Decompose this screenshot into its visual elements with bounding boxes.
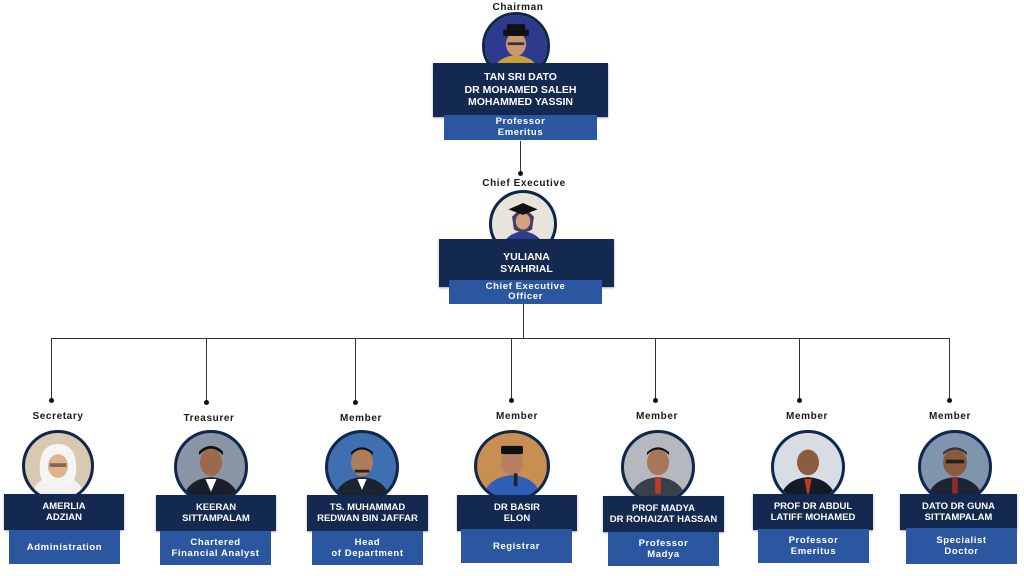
connector-dot bbox=[353, 400, 358, 405]
member-name-box-5: PROF MADYA DR ROHAIZAT HASSAN bbox=[603, 496, 724, 532]
chief-role-label: Chief Executive bbox=[482, 178, 566, 189]
member-photo-5 bbox=[621, 430, 695, 504]
connector-branch-5 bbox=[655, 338, 656, 400]
member-name-line: ELON bbox=[503, 513, 531, 524]
portrait-icon bbox=[177, 433, 245, 501]
connector-dot bbox=[49, 398, 54, 403]
chairman-title-line: Emeritus bbox=[497, 126, 544, 138]
member-name-line: KEERAN bbox=[195, 502, 237, 513]
member-name-line: REDWAN BIN JAFFAR bbox=[317, 513, 418, 524]
member-photo-1 bbox=[22, 430, 94, 502]
member-role-label: Treasurer bbox=[183, 413, 235, 424]
member-name-box-6: PROF DR ABDUL LATIFF MOHAMED bbox=[753, 494, 873, 530]
member-photo-4 bbox=[474, 430, 550, 502]
member-photo-6 bbox=[771, 430, 845, 504]
member-name-line: SITTAMPALAM bbox=[924, 512, 993, 523]
member-title-line: Doctor bbox=[944, 546, 979, 557]
member-title-line: Financial Analyst bbox=[171, 548, 260, 559]
member-name-line: SITTAMPALAM bbox=[182, 513, 250, 524]
member-name-line: DR BASIR bbox=[494, 502, 540, 513]
member-name-line: AMERLIA bbox=[42, 501, 86, 512]
member-name-box-7: DATO DR GUNA SITTAMPALAM bbox=[900, 494, 1017, 530]
member-role-label: Member bbox=[496, 411, 538, 422]
chairman-name-line: TAN SRI DATO bbox=[484, 71, 557, 84]
chairman-title-box: Professor Emeritus bbox=[444, 115, 597, 140]
connector-branch-6 bbox=[799, 338, 800, 400]
chairman-role-label: Chairman bbox=[492, 2, 544, 13]
member-title-box-7: Specialist Doctor bbox=[906, 528, 1017, 564]
member-title-line: Registrar bbox=[492, 540, 541, 552]
connector-branch-1 bbox=[51, 338, 52, 400]
member-title-line: Madya bbox=[647, 549, 680, 560]
connector-chief-trunk bbox=[523, 304, 524, 338]
connector-chairman-chief bbox=[520, 141, 521, 173]
connector-dot bbox=[947, 398, 952, 403]
member-title-line: Emeritus bbox=[790, 546, 837, 557]
connector-dot bbox=[204, 400, 209, 405]
member-photo-7 bbox=[918, 430, 992, 504]
member-title-line: of Department bbox=[331, 548, 404, 559]
connector-branch-2 bbox=[206, 338, 207, 402]
member-title-line: Specialist bbox=[936, 535, 987, 546]
member-title-box-6: Professor Emeritus bbox=[758, 529, 869, 563]
member-name-line: PROF MADYA bbox=[632, 503, 695, 514]
member-title-box-2: Chartered Financial Analyst bbox=[160, 531, 271, 565]
connector-dot bbox=[509, 398, 514, 403]
member-title-line: Administration bbox=[26, 541, 103, 553]
chief-name-box: YULIANA SYAHRIAL bbox=[439, 239, 614, 287]
member-title-line: Chartered bbox=[190, 537, 241, 548]
connector-branch-7 bbox=[949, 338, 950, 400]
connector-horizontal-bar bbox=[51, 338, 950, 339]
portrait-icon bbox=[477, 433, 547, 499]
member-name-box-2: KEERAN SITTAMPALAM bbox=[156, 495, 276, 531]
portrait-icon bbox=[328, 433, 396, 501]
member-name-box-1: AMERLIA ADZIAN bbox=[4, 494, 124, 530]
member-name-line: LATIFF MOHAMED bbox=[770, 512, 856, 523]
chief-title-line: Chief Executive bbox=[485, 280, 566, 292]
connector-dot bbox=[518, 171, 523, 176]
member-name-box-3: TS. MUHAMMAD REDWAN BIN JAFFAR bbox=[307, 495, 428, 531]
member-name-line: DR ROHAIZAT HASSAN bbox=[609, 514, 718, 525]
member-title-box-3: Head of Department bbox=[312, 531, 423, 565]
member-role-label: Member bbox=[340, 413, 382, 424]
member-role-label: Member bbox=[786, 411, 828, 422]
member-role-label: Member bbox=[929, 411, 971, 422]
chairman-name-box: TAN SRI DATO DR MOHAMED SALEH MOHAMMED Y… bbox=[433, 63, 608, 117]
connector-dot bbox=[797, 398, 802, 403]
member-title-box-4: Registrar bbox=[461, 529, 572, 563]
member-photo-2 bbox=[174, 430, 248, 504]
member-name-line: ADZIAN bbox=[46, 512, 82, 523]
member-title-box-5: Professor Madya bbox=[608, 532, 719, 566]
member-name-line: DATO DR GUNA bbox=[921, 501, 995, 512]
connector-branch-3 bbox=[355, 338, 356, 402]
member-title-line: Head bbox=[354, 537, 381, 548]
chief-name-line: SYAHRIAL bbox=[500, 263, 553, 275]
member-name-line: PROF DR ABDUL bbox=[773, 501, 853, 512]
chairman-name-line: MOHAMMED YASSIN bbox=[467, 96, 573, 109]
portrait-icon bbox=[921, 433, 989, 501]
chief-title-box: Chief Executive Officer bbox=[449, 280, 602, 304]
member-photo-3 bbox=[325, 430, 399, 504]
chairman-title-line: Professor bbox=[495, 116, 546, 127]
member-title-line: Professor bbox=[788, 535, 839, 546]
portrait-icon bbox=[774, 433, 842, 501]
member-name-box-4: DR BASIR ELON bbox=[457, 495, 577, 531]
chief-title-line: Officer bbox=[508, 291, 543, 302]
member-name-line: TS. MUHAMMAD bbox=[329, 502, 406, 513]
chief-name-line: YULIANA bbox=[503, 250, 550, 263]
chairman-name-line: DR MOHAMED SALEH bbox=[464, 83, 577, 96]
member-title-line: Professor bbox=[638, 538, 689, 549]
portrait-icon bbox=[25, 433, 91, 499]
portrait-icon bbox=[624, 433, 692, 501]
connector-dot bbox=[653, 398, 658, 403]
connector-branch-4 bbox=[511, 338, 512, 400]
member-role-label: Member bbox=[636, 411, 678, 422]
member-role-label: Secretary bbox=[32, 411, 84, 422]
member-title-box-1: Administration bbox=[9, 530, 120, 564]
